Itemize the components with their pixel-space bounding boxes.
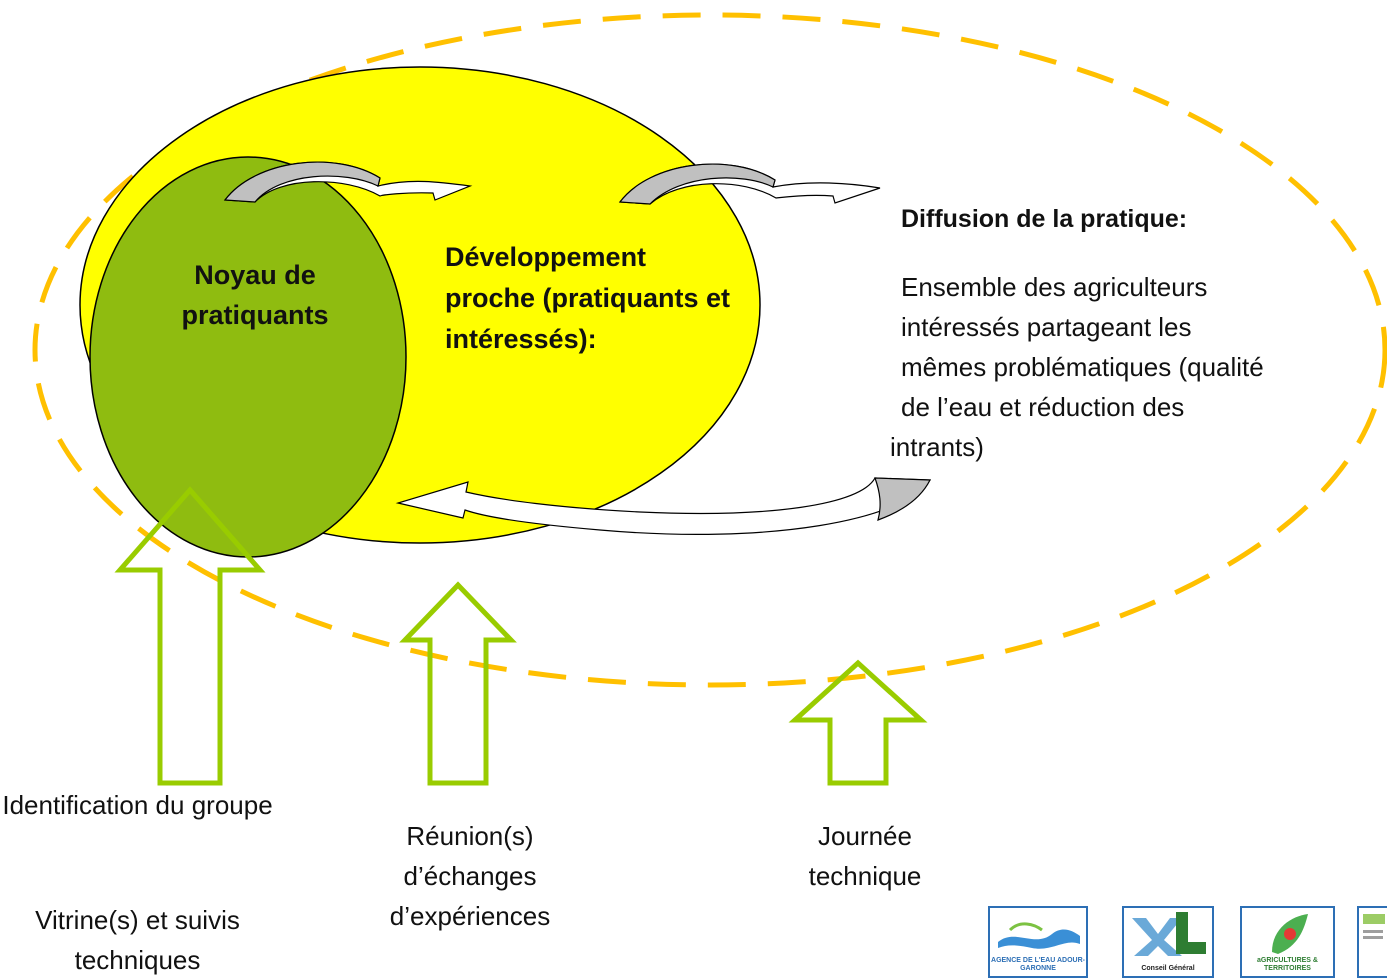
- outer-diffusion-ellipse: [32, 12, 1387, 688]
- chambre-agriculture-caption: aGRICULTURES & TERRITOIRES: [1257, 957, 1318, 972]
- near-development-label: Développement proche (pratiquants et int…: [445, 242, 731, 354]
- step-experience-meetings: Réunion(s) d’échanges d’expériences: [389, 821, 551, 931]
- diffusion-line-3: mêmes problématiques (qualité: [901, 352, 1264, 382]
- curved-arrow-core-to-near-shade: [223, 161, 381, 203]
- step-technical-day: Journée technique: [808, 821, 922, 891]
- step-group-identification: Identification du groupe: [2, 790, 273, 820]
- core-practitioners-ellipse: [89, 156, 407, 558]
- diffusion-description: Ensemble des agriculteurs intéressés par…: [890, 267, 1387, 467]
- chambre-agriculture-leaf-icon: [1272, 914, 1308, 954]
- diffusion-line-2: intéressés partageant les: [901, 312, 1192, 342]
- core-practitioners-label: Noyau de pratiquants: [181, 260, 329, 330]
- cut-off-partner-logo: [1357, 906, 1387, 978]
- step-showcases-monitoring: Vitrine(s) et suivis techniques: [35, 905, 240, 975]
- conseil-general-caption: Conseil Général: [1141, 965, 1195, 972]
- curved-arrow-diffusion-to-near: [395, 477, 932, 535]
- chambre-agriculture-logo: aGRICULTURES & TERRITOIRES: [1240, 906, 1335, 978]
- agence-eau-caption: AGENCE DE L'EAU ADOUR-GARONNE: [991, 957, 1085, 972]
- diffusion-line-4: de l’eau et réduction des: [901, 392, 1185, 422]
- conseil-general-logo: Conseil Général: [1122, 906, 1214, 978]
- diffusion-line-5: intrants): [890, 432, 984, 462]
- landes-xl-icon: [1132, 912, 1206, 956]
- up-arrow-step2: [399, 581, 517, 786]
- up-arrow-step3: [788, 659, 928, 786]
- partner-mark-icon: [1363, 914, 1385, 939]
- curved-arrow-diffusion-to-near-shade: [874, 477, 931, 521]
- curved-arrow-near-to-diffusion-shade: [618, 163, 776, 205]
- up-arrow-step1: [114, 486, 266, 786]
- diffusion-line-1: Ensemble des agriculteurs: [901, 272, 1208, 302]
- diffusion-title: Diffusion de la pratique:: [901, 205, 1188, 233]
- agence-eau-logo: AGENCE DE L'EAU ADOUR-GARONNE: [988, 906, 1088, 978]
- agence-eau-wave-icon: [998, 922, 1080, 949]
